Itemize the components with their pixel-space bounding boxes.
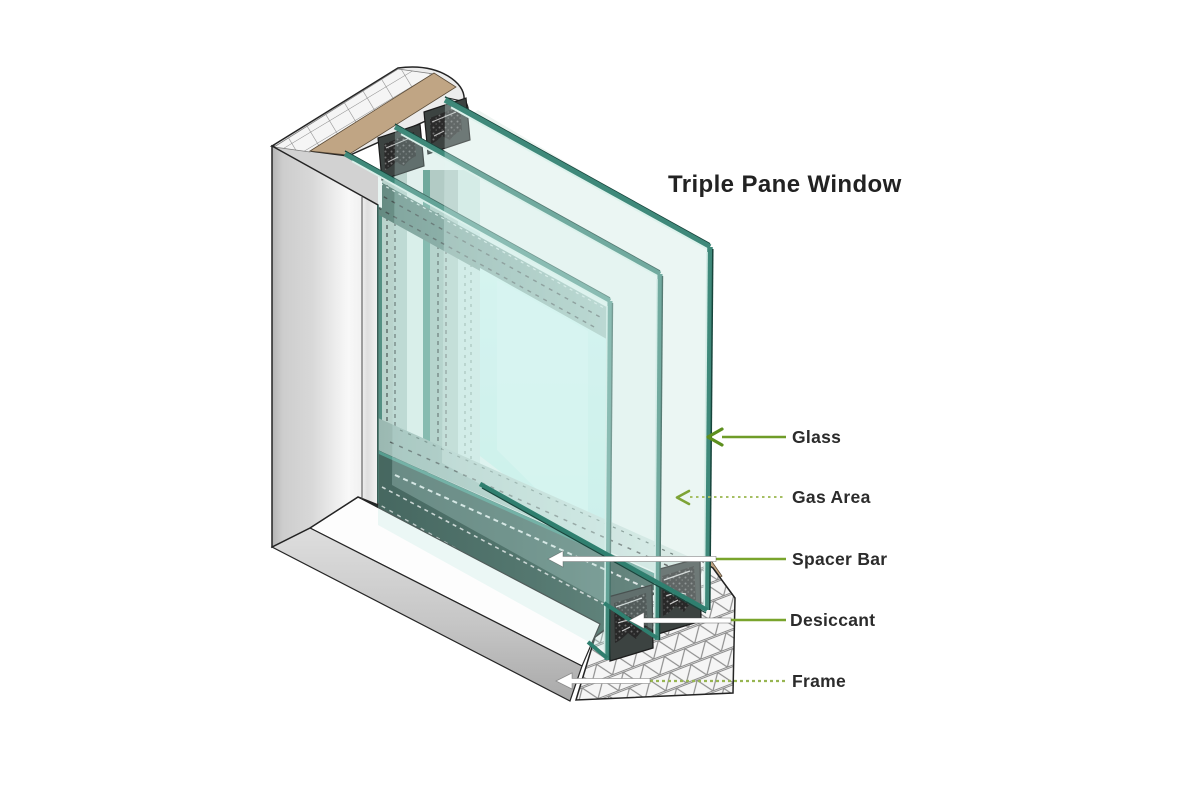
glass-panes (343, 96, 714, 661)
label-glass: Glass (792, 426, 842, 447)
gas-area-fill (480, 268, 612, 558)
label-frame: Frame (792, 670, 847, 691)
glass-leader (706, 427, 786, 447)
gas-area-leader (675, 489, 786, 506)
sealant-top (308, 72, 457, 156)
top-spacer-band (350, 165, 612, 344)
label-gas-area: Gas Area (792, 486, 871, 507)
frame-arrow-icon (555, 672, 651, 690)
head-assembly (269, 66, 471, 205)
label-desiccant: Desiccant (790, 609, 876, 630)
gas-area-arrow-icon (675, 489, 691, 506)
left-spacer-strips (378, 170, 480, 472)
spacer-bar-arrow-icon (547, 550, 717, 568)
desiccant-leader (628, 611, 786, 630)
top-spacer-box-left (377, 123, 425, 181)
top-spacer-box-right (423, 97, 471, 155)
glass-arrow-icon (706, 427, 724, 447)
glass-pane-outer (442, 96, 714, 614)
glass-pane-middle (392, 123, 664, 641)
glass-pane-inner (343, 150, 614, 661)
spacer-bar-leader (547, 550, 786, 568)
bottom-spacer-box-right (655, 557, 702, 635)
head-front-face (272, 146, 378, 205)
page-title: Triple Pane Window (668, 171, 902, 198)
jamb-left (271, 144, 379, 549)
bottom-spacer-box-left (607, 584, 654, 662)
frame-leader (555, 672, 786, 690)
label-spacer-bar: Spacer Bar (792, 548, 888, 569)
desiccant-arrow-icon (628, 611, 732, 630)
leaders (547, 427, 786, 690)
